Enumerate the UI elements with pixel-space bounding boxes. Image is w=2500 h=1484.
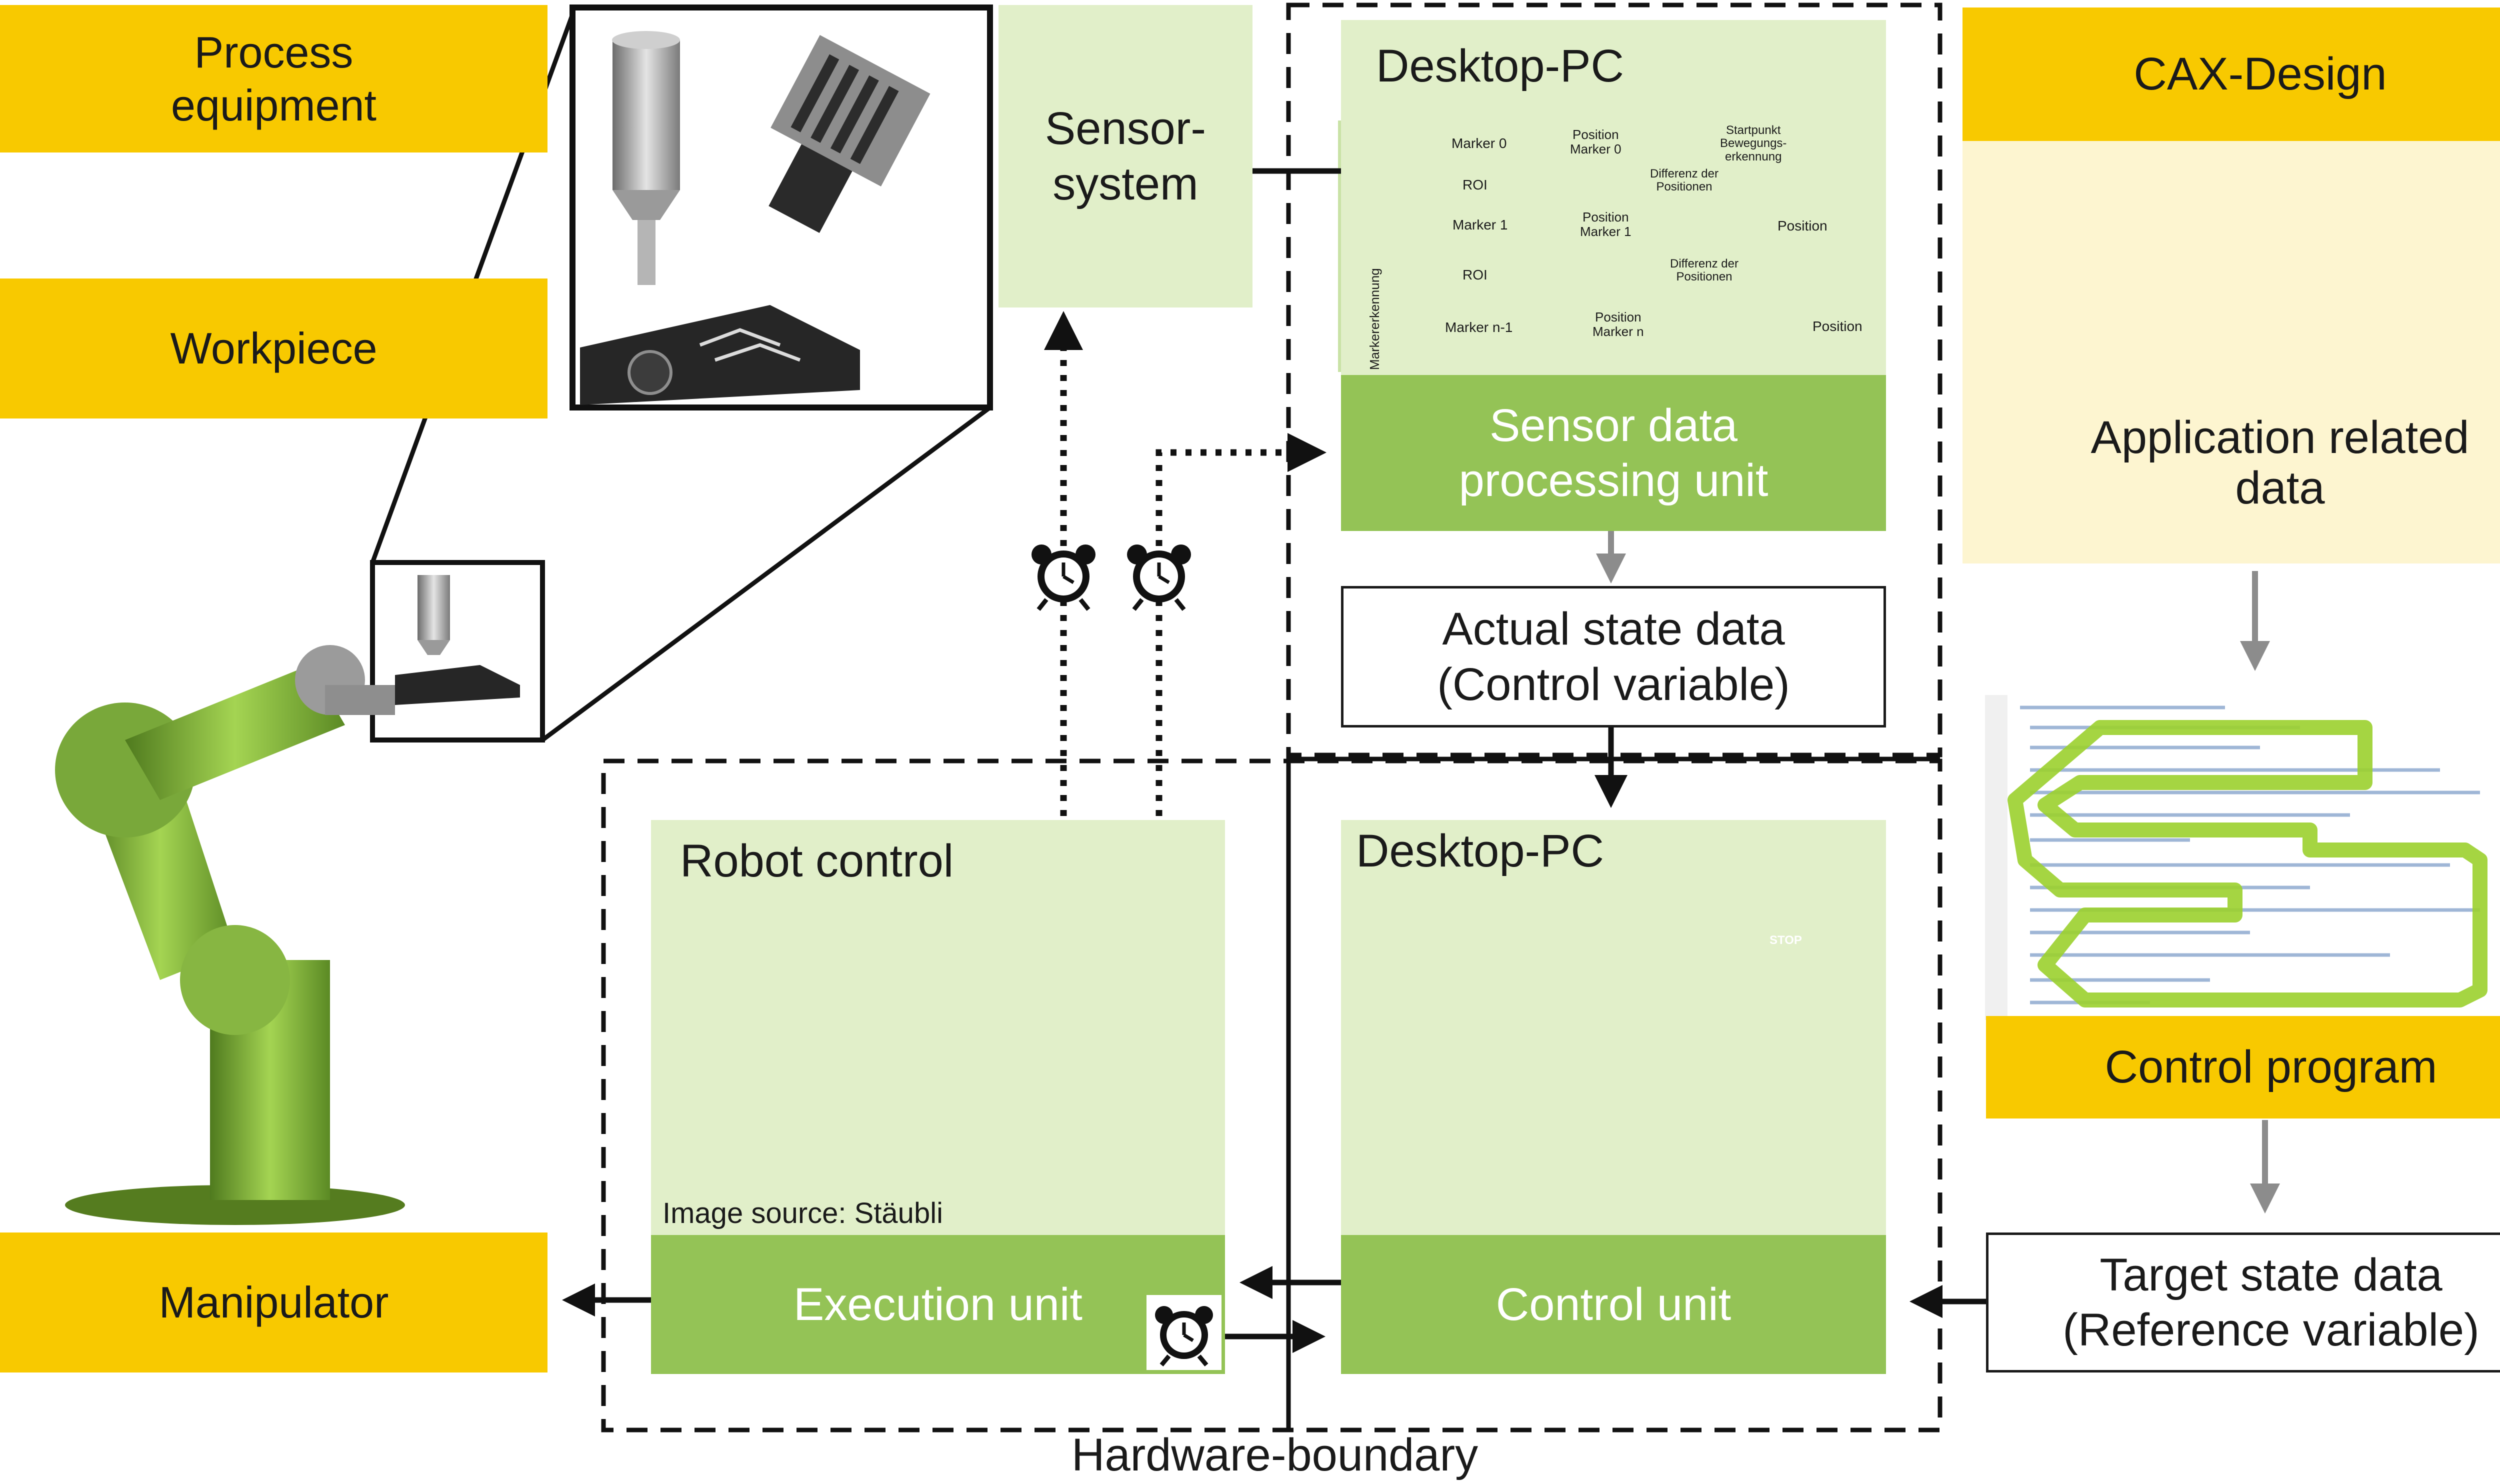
flowchart-roi-1: ROI bbox=[1462, 177, 1488, 192]
process-equipment-label: Process equipment bbox=[0, 5, 548, 152]
flowchart-position-2: Position bbox=[1812, 318, 1862, 334]
control-unit: Control unit bbox=[1341, 1235, 1886, 1374]
flowchart-marker1: Marker 1 bbox=[1452, 217, 1508, 232]
flowchart-markern: Marker n-1 bbox=[1445, 320, 1513, 335]
arrow-robot-to-processing-dotted bbox=[1156, 433, 1326, 816]
flowchart-markererkennung: Markererkennung bbox=[1367, 268, 1382, 370]
flowchart-differenz-2: Differenz der Positionen bbox=[1670, 257, 1738, 284]
end-effector-box bbox=[370, 560, 545, 742]
target-state-data-box: Target state data (Reference variable) bbox=[1986, 1232, 2500, 1372]
desktop-pc-top-title: Desktop-PC bbox=[1376, 40, 1624, 92]
cax-design-label: CAX-Design bbox=[1962, 8, 2500, 141]
sensor-system-box: Sensor- system bbox=[998, 5, 1252, 308]
flowchart-position-marker1: Position Marker 1 bbox=[1580, 210, 1632, 239]
robot-control-boundary bbox=[601, 758, 1942, 1432]
alarm-clock-icon bbox=[1032, 544, 1096, 611]
desktop-pc-bottom-panel bbox=[1341, 820, 1886, 1238]
robot-arm-illustration bbox=[55, 645, 405, 1225]
stop-button-label: STOP bbox=[1770, 934, 1802, 947]
image-source-label: Image source: Stäubli bbox=[662, 1197, 943, 1230]
execution-alarm-clock-icon bbox=[1146, 1295, 1222, 1370]
control-program-label: Control program bbox=[1986, 1016, 2500, 1118]
flowchart-roi-2: ROI bbox=[1462, 267, 1488, 282]
flowchart-position-marker0: Position Marker 0 bbox=[1570, 127, 1622, 156]
manipulator-label: Manipulator bbox=[0, 1232, 548, 1372]
execution-unit: Execution unit bbox=[651, 1235, 1225, 1374]
desktop-pc-top-boundary bbox=[1286, 2, 1942, 758]
alarm-clock-icon bbox=[1127, 544, 1191, 611]
robot-control-title: Robot control bbox=[680, 836, 954, 886]
flowchart-marker0: Marker 0 bbox=[1452, 136, 1507, 151]
application-related-data-label: Application related data bbox=[2090, 412, 2470, 514]
robot-control-panel bbox=[651, 820, 1225, 1238]
flowchart-startpunkt: Startpunkt Bewegungs- erkennung bbox=[1720, 124, 1787, 164]
hardware-boundary-label: Hardware-boundary bbox=[1072, 1430, 1478, 1480]
flowchart-position-1: Position bbox=[1778, 218, 1828, 234]
flowchart-position-markern: Position Marker n bbox=[1592, 310, 1644, 339]
process-equipment-inset bbox=[570, 4, 993, 410]
workpiece-label: Workpiece bbox=[0, 278, 548, 418]
actual-state-data-box: Actual state data (Control variable) bbox=[1341, 586, 1886, 728]
desktop-pc-bottom-title: Desktop-PC bbox=[1356, 826, 1604, 876]
sensor-data-processing-unit: Sensor data processing unit bbox=[1341, 375, 1886, 531]
flowchart-differenz-1: Differenz der Positionen bbox=[1650, 167, 1718, 194]
control-program-code bbox=[1980, 695, 2500, 1020]
